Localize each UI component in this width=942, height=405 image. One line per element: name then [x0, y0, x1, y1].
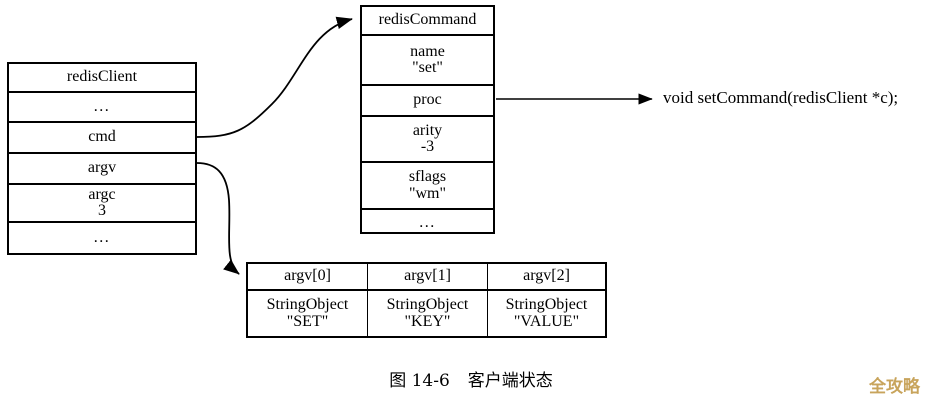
- redis-command-struct: redisCommand name "set" proc arity -3 sf…: [360, 5, 495, 234]
- argv-cell-type: StringObject: [266, 296, 349, 314]
- argv-cell-value: "VALUE": [513, 312, 580, 330]
- argv-cell-value: "SET": [286, 312, 329, 330]
- argv-table-cell: StringObject "KEY": [368, 291, 488, 336]
- redis-command-row-ellipsis: ...: [362, 210, 493, 236]
- redis-client-row-ellipsis-bottom: ...: [9, 223, 195, 253]
- redis-command-row-label: sflags: [408, 168, 447, 186]
- argv-table-header-cell: argv[2]: [488, 264, 605, 289]
- redis-client-struct: redisClient ... cmd argv argc 3 ...: [7, 62, 197, 255]
- redis-client-row-label: ...: [93, 228, 111, 246]
- argv-cell-type: StringObject: [386, 296, 469, 314]
- redis-command-header: redisCommand: [362, 7, 493, 36]
- redis-client-row-label: argc: [88, 185, 116, 203]
- arrow-argv-to-argvtable: [196, 162, 240, 275]
- argv-table: argv[0] argv[1] argv[2] StringObject "SE…: [246, 262, 607, 338]
- argv-header-label: argv[0]: [284, 267, 331, 285]
- arrow-cmd-to-rediscommand: [196, 16, 353, 138]
- argv-table-header-cell: argv[1]: [368, 264, 488, 289]
- redis-client-row-cmd: cmd: [9, 123, 195, 154]
- watermark: 全攻略: [869, 377, 920, 397]
- argv-cell-value: "KEY": [404, 312, 451, 330]
- redis-command-row-label: name: [410, 42, 445, 60]
- redis-command-row-proc: proc: [362, 86, 493, 117]
- argv-table-body-row: StringObject "SET" StringObject "KEY" St…: [248, 291, 605, 336]
- argv-header-label: argv[2]: [523, 267, 570, 285]
- redis-command-row-name: name "set": [362, 36, 493, 86]
- redis-command-title: redisCommand: [378, 11, 477, 29]
- redis-client-row-argv: argv: [9, 154, 195, 185]
- redis-client-row-label: cmd: [88, 128, 116, 146]
- redis-command-row-value: -3: [420, 138, 435, 155]
- figure-caption-number: 图 14-6: [389, 371, 450, 391]
- redis-command-row-arity: arity -3: [362, 117, 493, 163]
- redis-client-header: redisClient: [9, 64, 195, 93]
- redis-client-row-value: 3: [98, 202, 106, 219]
- redis-client-row-label: argv: [87, 159, 117, 177]
- argv-table-header-row: argv[0] argv[1] argv[2]: [248, 264, 605, 291]
- figure-caption-title: 客户端状态: [467, 371, 553, 391]
- argv-cell-type: StringObject: [505, 296, 588, 314]
- figure-caption: 图 14-6 客户端状态: [0, 366, 942, 391]
- redis-client-title: redisClient: [66, 68, 138, 86]
- proc-function-signature: void setCommand(redisClient *c);: [663, 88, 899, 107]
- redis-command-row-value: "set": [412, 59, 443, 76]
- redis-command-row-label: ...: [419, 213, 436, 231]
- redis-client-row-argc: argc 3: [9, 185, 195, 223]
- redis-client-row-label: ...: [93, 97, 111, 115]
- redis-command-row-label: proc: [413, 91, 442, 109]
- argv-table-cell: StringObject "SET": [248, 291, 368, 336]
- argv-table-cell: StringObject "VALUE": [488, 291, 605, 336]
- argv-table-header-cell: argv[0]: [248, 264, 368, 289]
- redis-client-row-ellipsis-top: ...: [9, 93, 195, 123]
- argv-header-label: argv[1]: [404, 267, 451, 285]
- redis-command-row-label: arity: [412, 121, 443, 139]
- redis-command-row-value: "wm": [408, 184, 447, 202]
- redis-command-row-sflags: sflags "wm": [362, 163, 493, 210]
